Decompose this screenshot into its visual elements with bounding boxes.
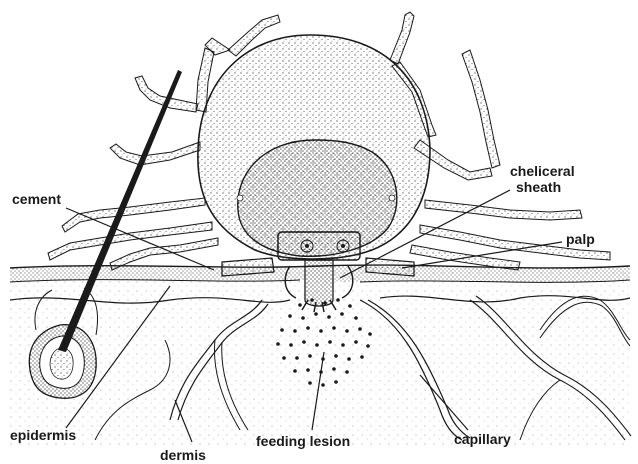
label-sheath: sheath — [516, 179, 561, 195]
tick-body — [198, 35, 430, 259]
label-palp: palp — [566, 231, 595, 247]
hypostome — [305, 260, 333, 306]
label-dermis: dermis — [160, 447, 206, 463]
label-epidermis: epidermis — [10, 427, 76, 443]
label-cheliceral: cheliceral — [510, 163, 575, 179]
leader-cement — [66, 208, 214, 270]
label-cement: cement — [12, 191, 61, 207]
label-capillary: capillary — [454, 431, 511, 447]
eye-left — [237, 195, 243, 201]
eye-right — [389, 195, 395, 201]
label-feeding-lesion: feeding lesion — [256, 433, 350, 449]
